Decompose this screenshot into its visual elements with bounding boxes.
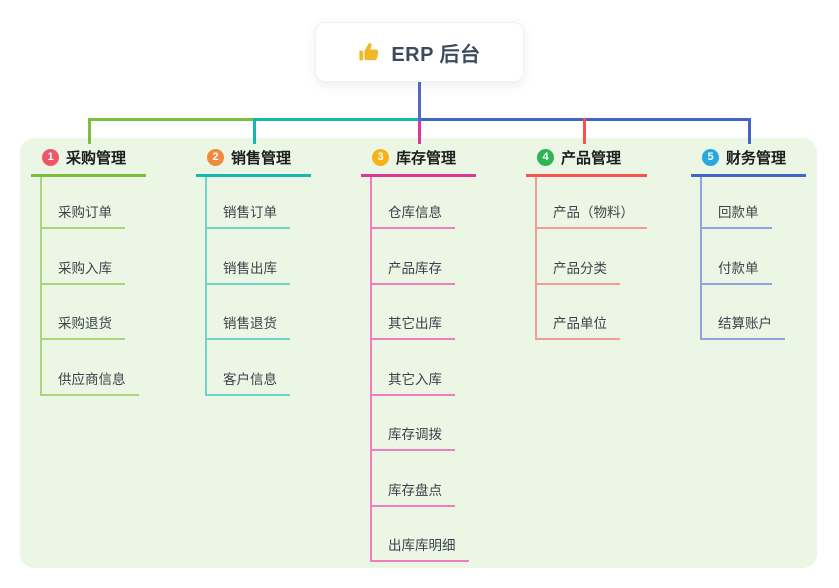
branch-number-badge: 3 <box>372 148 389 166</box>
child-row: 销售出库 <box>207 229 290 285</box>
child-node[interactable]: 采购退货 <box>42 312 125 340</box>
child-node[interactable]: 库存盘点 <box>372 479 455 507</box>
child-node[interactable]: 销售退货 <box>207 312 290 340</box>
branch-children: 销售订单销售出库销售退货客户信息 <box>205 177 290 396</box>
branch-财务管理: 5 财务管理回款单付款单结算账户 <box>691 146 806 340</box>
child-node[interactable]: 产品分类 <box>537 257 620 285</box>
branch-title: 库存管理 <box>396 149 457 167</box>
branch-title: 销售管理 <box>231 149 292 167</box>
child-node[interactable]: 结算账户 <box>702 312 785 340</box>
child-row: 出库库明细 <box>372 507 469 562</box>
branch-node[interactable]: 4 产品管理 <box>526 146 647 177</box>
child-node[interactable]: 回款单 <box>702 201 772 229</box>
branch-number-badge: 4 <box>537 148 554 166</box>
child-node[interactable]: 其它出库 <box>372 312 455 340</box>
branch-销售管理: 2 销售管理销售订单销售出库销售退货客户信息 <box>196 146 311 396</box>
root-title: ERP 后台 <box>391 43 481 66</box>
child-row: 采购退货 <box>42 285 139 340</box>
child-node[interactable]: 出库库明细 <box>372 534 469 562</box>
child-row: 产品分类 <box>537 229 647 285</box>
child-node[interactable]: 产品单位 <box>537 312 620 340</box>
child-row: 销售退货 <box>207 285 290 340</box>
branch-children: 仓库信息产品库存其它出库其它入库库存调拨库存盘点出库库明细 <box>370 177 469 562</box>
branch-产品管理: 4 产品管理产品（物料） 产品分类产品单位 <box>526 146 647 340</box>
branch-库存管理: 3 库存管理仓库信息产品库存其它出库其它入库库存调拨库存盘点出库库明细 <box>361 146 476 562</box>
child-row: 销售订单 <box>207 177 290 229</box>
branch-number-badge: 1 <box>42 148 59 166</box>
child-row: 产品库存 <box>372 229 469 285</box>
root-connector <box>417 82 421 121</box>
branch-title: 财务管理 <box>726 149 787 167</box>
child-node[interactable]: 其它入库 <box>372 368 455 396</box>
child-row: 仓库信息 <box>372 177 469 229</box>
child-node[interactable]: 采购订单 <box>42 201 125 229</box>
branch-node[interactable]: 3 库存管理 <box>361 146 476 177</box>
branch-children: 采购订单采购入库采购退货供应商信息 <box>40 177 139 396</box>
child-row: 库存调拨 <box>372 396 469 451</box>
child-node[interactable]: 付款单 <box>702 257 772 285</box>
child-node[interactable]: 销售订单 <box>207 201 290 229</box>
child-row: 付款单 <box>702 229 785 285</box>
branch-node[interactable]: 2 销售管理 <box>196 146 311 177</box>
branch-children: 产品（物料） 产品分类产品单位 <box>535 177 647 340</box>
child-row: 采购订单 <box>42 177 139 229</box>
child-node[interactable]: 供应商信息 <box>42 368 139 396</box>
child-row: 回款单 <box>702 177 785 229</box>
branch-drop-line <box>747 118 751 144</box>
child-node[interactable]: 销售出库 <box>207 257 290 285</box>
branch-title: 产品管理 <box>561 149 622 167</box>
child-node[interactable]: 仓库信息 <box>372 201 455 229</box>
branch-node[interactable]: 5 财务管理 <box>691 146 806 177</box>
child-row: 结算账户 <box>702 285 785 340</box>
branch-children: 回款单付款单结算账户 <box>700 177 785 340</box>
child-node[interactable]: 产品库存 <box>372 257 455 285</box>
thumbs-up-icon <box>359 42 379 60</box>
child-row: 采购入库 <box>42 229 139 285</box>
branch-node[interactable]: 1 采购管理 <box>31 146 146 177</box>
child-row: 产品单位 <box>537 285 647 340</box>
branch-title: 采购管理 <box>66 149 127 167</box>
branch-drop-line <box>417 118 421 144</box>
child-row: 库存盘点 <box>372 451 469 507</box>
child-node[interactable]: 库存调拨 <box>372 423 455 451</box>
child-row: 其它出库 <box>372 285 469 340</box>
child-node[interactable]: 产品（物料） <box>537 201 647 229</box>
child-row: 客户信息 <box>207 340 290 396</box>
branch-drop-line <box>87 118 91 144</box>
child-node[interactable]: 客户信息 <box>207 368 290 396</box>
child-node[interactable]: 采购入库 <box>42 257 125 285</box>
child-row: 产品（物料） <box>537 177 647 229</box>
bus-segment-sales <box>254 118 421 121</box>
branches-panel <box>20 138 817 568</box>
branch-drop-line <box>582 118 586 144</box>
branch-number-badge: 5 <box>702 148 719 166</box>
branch-drop-line <box>252 118 256 144</box>
child-row: 其它入库 <box>372 340 469 396</box>
child-row: 供应商信息 <box>42 340 139 396</box>
branch-number-badge: 2 <box>207 148 224 166</box>
branch-采购管理: 1 采购管理采购订单采购入库采购退货供应商信息 <box>31 146 146 396</box>
root-node[interactable]: ERP 后台 <box>315 22 524 82</box>
